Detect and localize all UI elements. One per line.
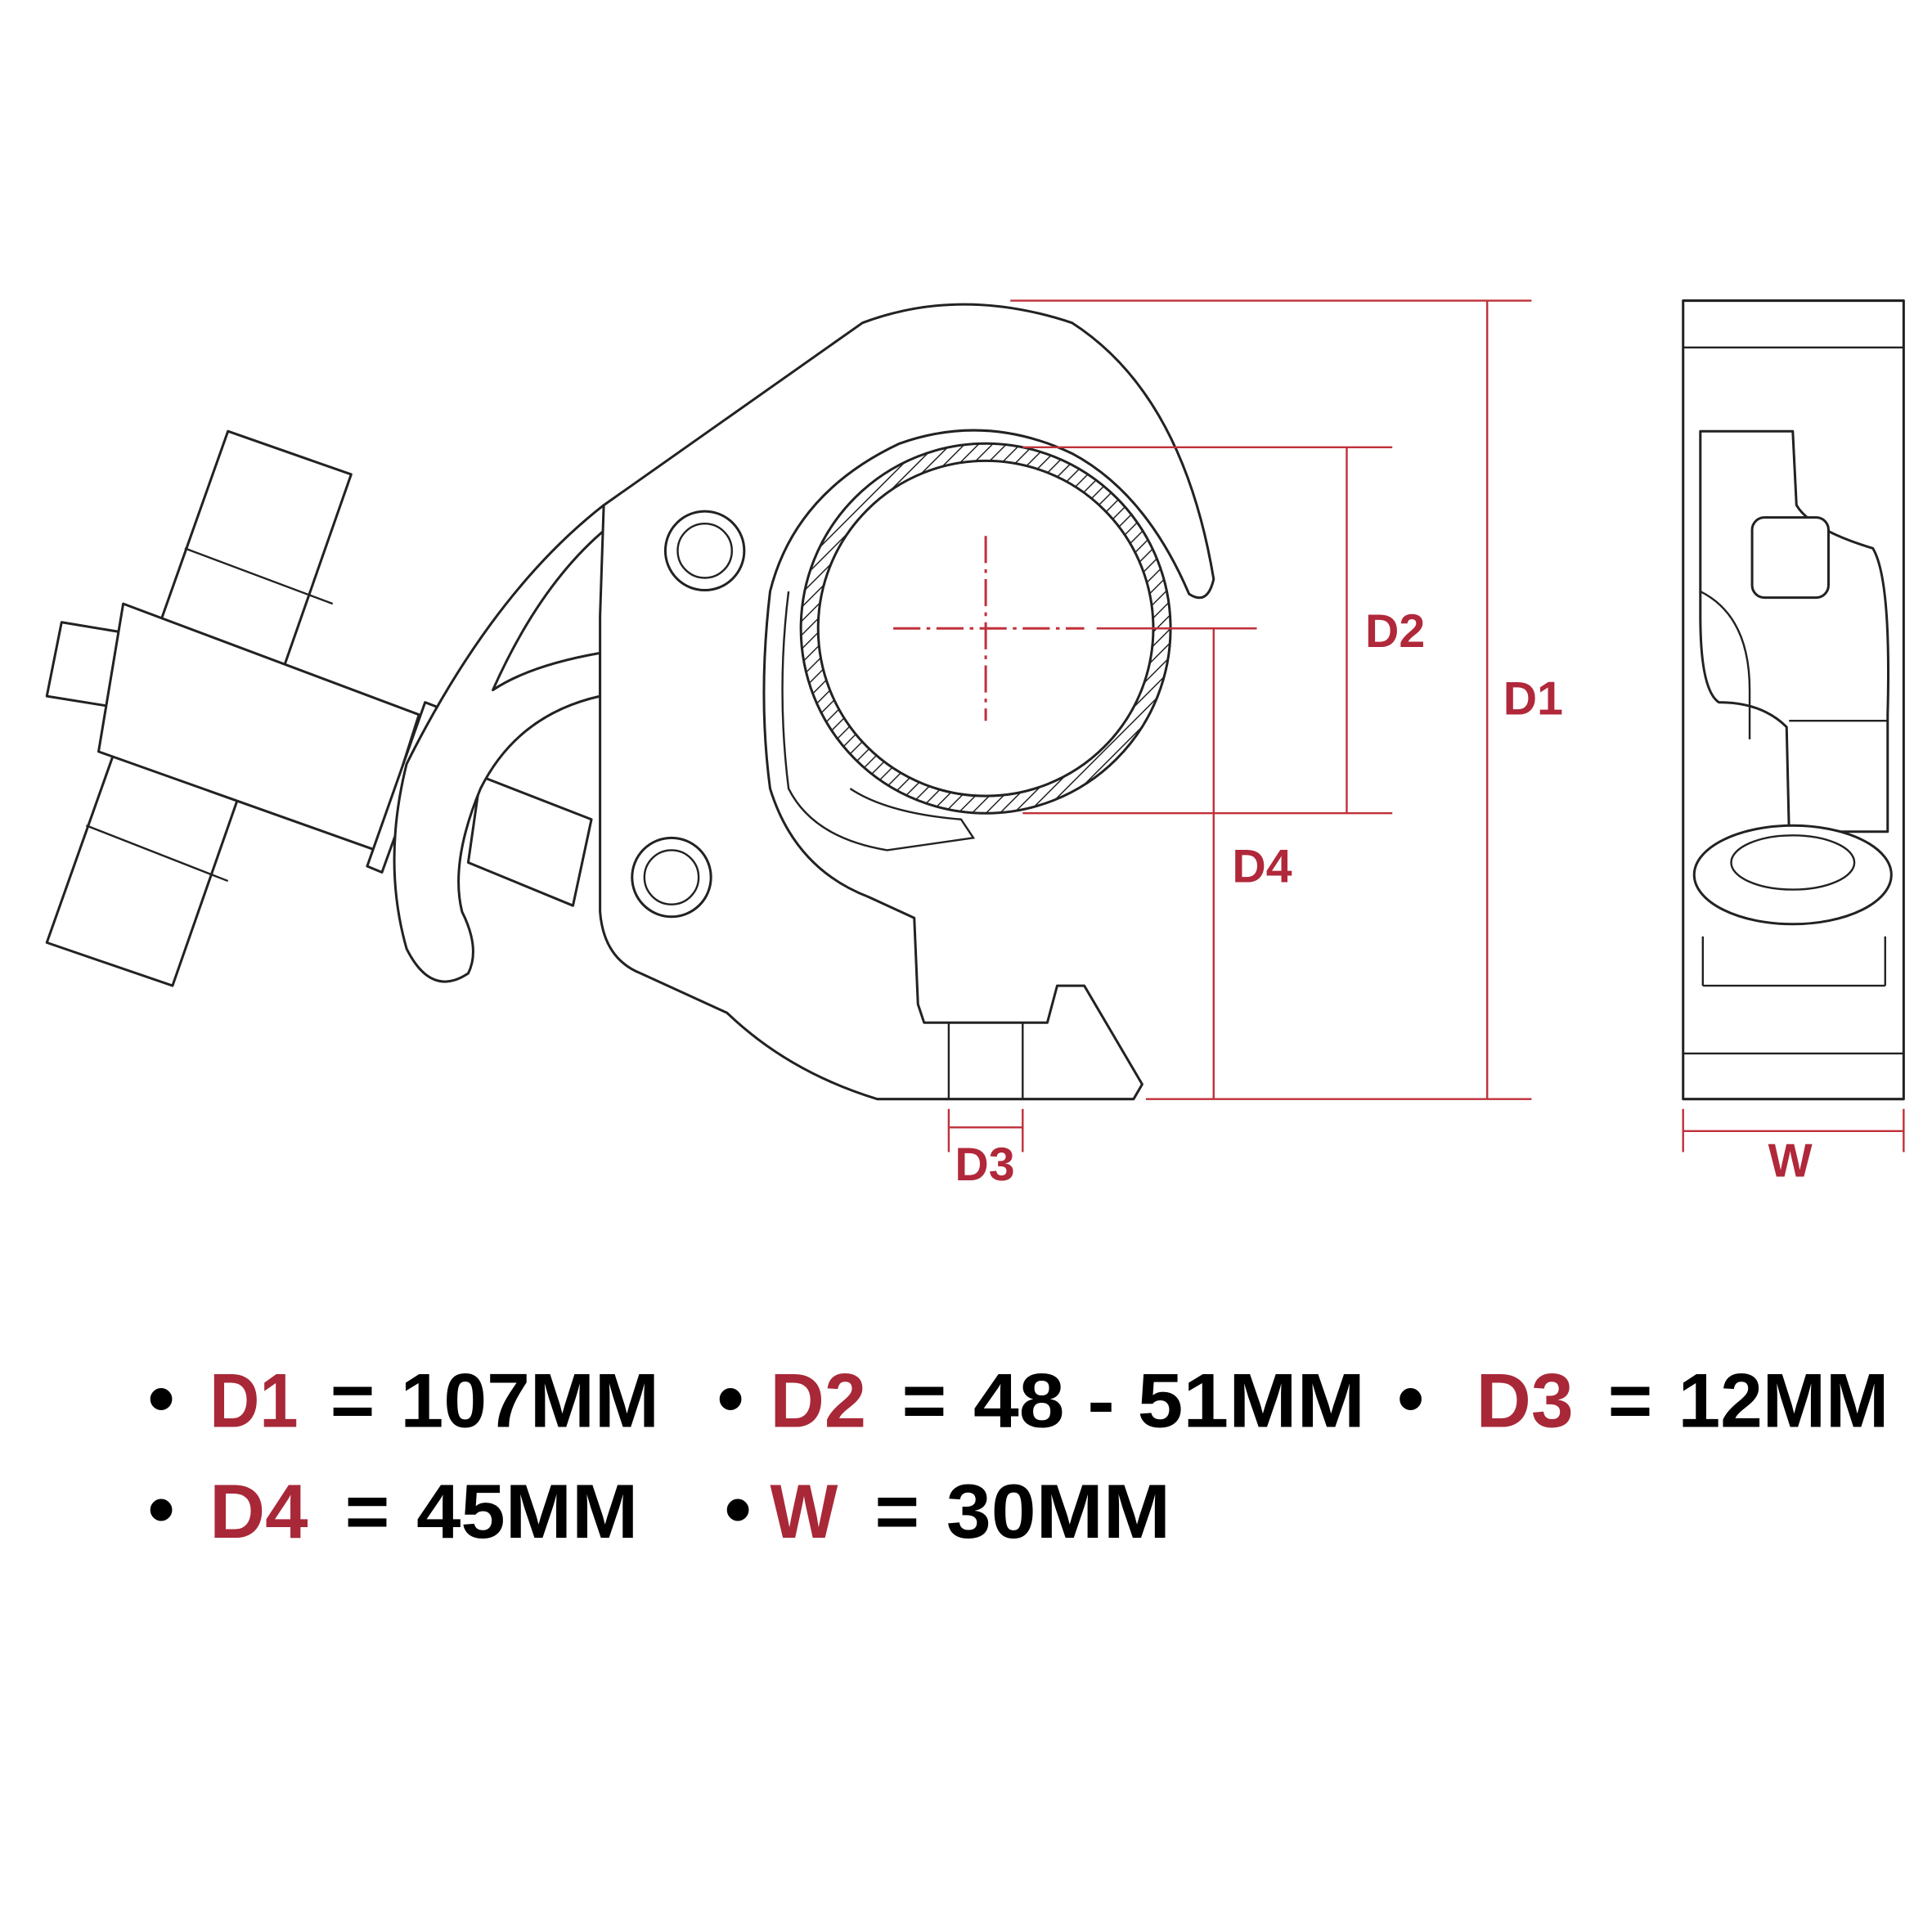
equals: = bbox=[1608, 1357, 1653, 1443]
label-d4: D4 bbox=[1232, 841, 1292, 893]
spec-key: D4 bbox=[209, 1468, 308, 1554]
spec-key: W bbox=[770, 1468, 838, 1554]
equals: = bbox=[902, 1357, 947, 1443]
bullet: • bbox=[148, 1466, 175, 1552]
spec-value: 45MM bbox=[416, 1468, 638, 1554]
spec-d2: • D2 = 48 - 51MM bbox=[717, 1355, 1365, 1443]
spec-value: 12MM bbox=[1678, 1357, 1889, 1443]
equals: = bbox=[345, 1468, 390, 1554]
spec-value: 107MM bbox=[401, 1357, 659, 1443]
label-w: W bbox=[1768, 1135, 1813, 1188]
equals: = bbox=[330, 1357, 375, 1443]
label-d1: D1 bbox=[1503, 673, 1563, 726]
spec-d4: • D4 = 45MM bbox=[148, 1466, 639, 1554]
spec-value: 48 - 51MM bbox=[973, 1357, 1365, 1443]
spec-key: D1 bbox=[209, 1357, 298, 1443]
bullet: • bbox=[148, 1355, 175, 1440]
bullet: • bbox=[725, 1466, 752, 1552]
label-d3: D3 bbox=[955, 1139, 1014, 1191]
dimension-lines bbox=[947, 299, 1905, 1152]
pipe-cross-section bbox=[799, 442, 1172, 815]
clamp-body bbox=[599, 303, 1215, 1101]
side-view bbox=[1682, 299, 1905, 1101]
spec-key: D2 bbox=[770, 1357, 865, 1443]
spec-key: D3 bbox=[1476, 1357, 1574, 1443]
wing-knob bbox=[45, 429, 593, 987]
equals: = bbox=[875, 1468, 920, 1554]
spec-d3: • D3 = 12MM bbox=[1397, 1355, 1889, 1443]
bullet: • bbox=[717, 1355, 744, 1440]
spec-d1: • D1 = 107MM bbox=[148, 1355, 659, 1443]
spec-w: • W = 30MM bbox=[725, 1466, 1170, 1554]
bullet: • bbox=[1397, 1355, 1424, 1440]
label-d2: D2 bbox=[1365, 605, 1425, 658]
lever-arm bbox=[393, 504, 614, 983]
spec-value: 30MM bbox=[946, 1468, 1170, 1554]
